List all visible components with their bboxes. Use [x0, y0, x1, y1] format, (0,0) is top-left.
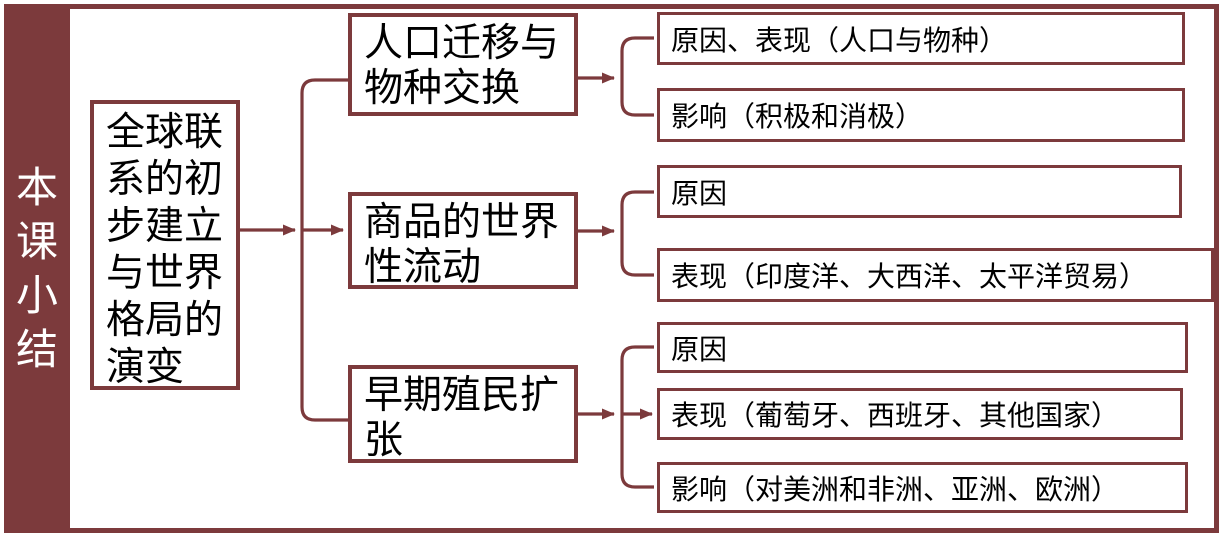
root-node: 全球联系的初步建立与世界格局的演变 — [90, 100, 240, 390]
connector-branch3-bracket — [620, 345, 654, 489]
leaf-node-1-2: 影响（积极和消极） — [657, 88, 1185, 142]
branch-node-3-label: 早期殖民扩张 — [364, 373, 560, 463]
leaf-node-1-1: 原因、表现（人口与物种） — [657, 12, 1185, 65]
sidebar: 本课小结 — [4, 4, 70, 533]
leaf-node-3-1: 原因 — [657, 322, 1188, 373]
branch-node-1-label: 人口迁移与物种交换 — [364, 21, 560, 111]
branch-node-2: 商品的世界性流动 — [348, 192, 578, 290]
root-node-label: 全球联系的初步建立与世界格局的演变 — [106, 110, 224, 390]
leaf-node-2-2: 表现（印度洋、大西洋、太平洋贸易） — [657, 248, 1214, 302]
connector-branch2-bracket — [620, 190, 654, 277]
sidebar-title: 本课小结 — [15, 162, 58, 374]
connector-root-bracket — [300, 78, 349, 422]
leaf-node-3-2: 表现（葡萄牙、西班牙、其他国家） — [657, 388, 1183, 440]
branch-node-2-label: 商品的世界性流动 — [364, 200, 560, 290]
leaf-node-3-3: 影响（对美洲和非洲、亚洲、欧洲） — [657, 462, 1188, 513]
leaf-node-2-1: 原因 — [657, 165, 1182, 218]
connector-branch1-bracket — [620, 36, 654, 117]
branch-node-3: 早期殖民扩张 — [348, 365, 578, 463]
branch-node-1: 人口迁移与物种交换 — [348, 13, 578, 116]
